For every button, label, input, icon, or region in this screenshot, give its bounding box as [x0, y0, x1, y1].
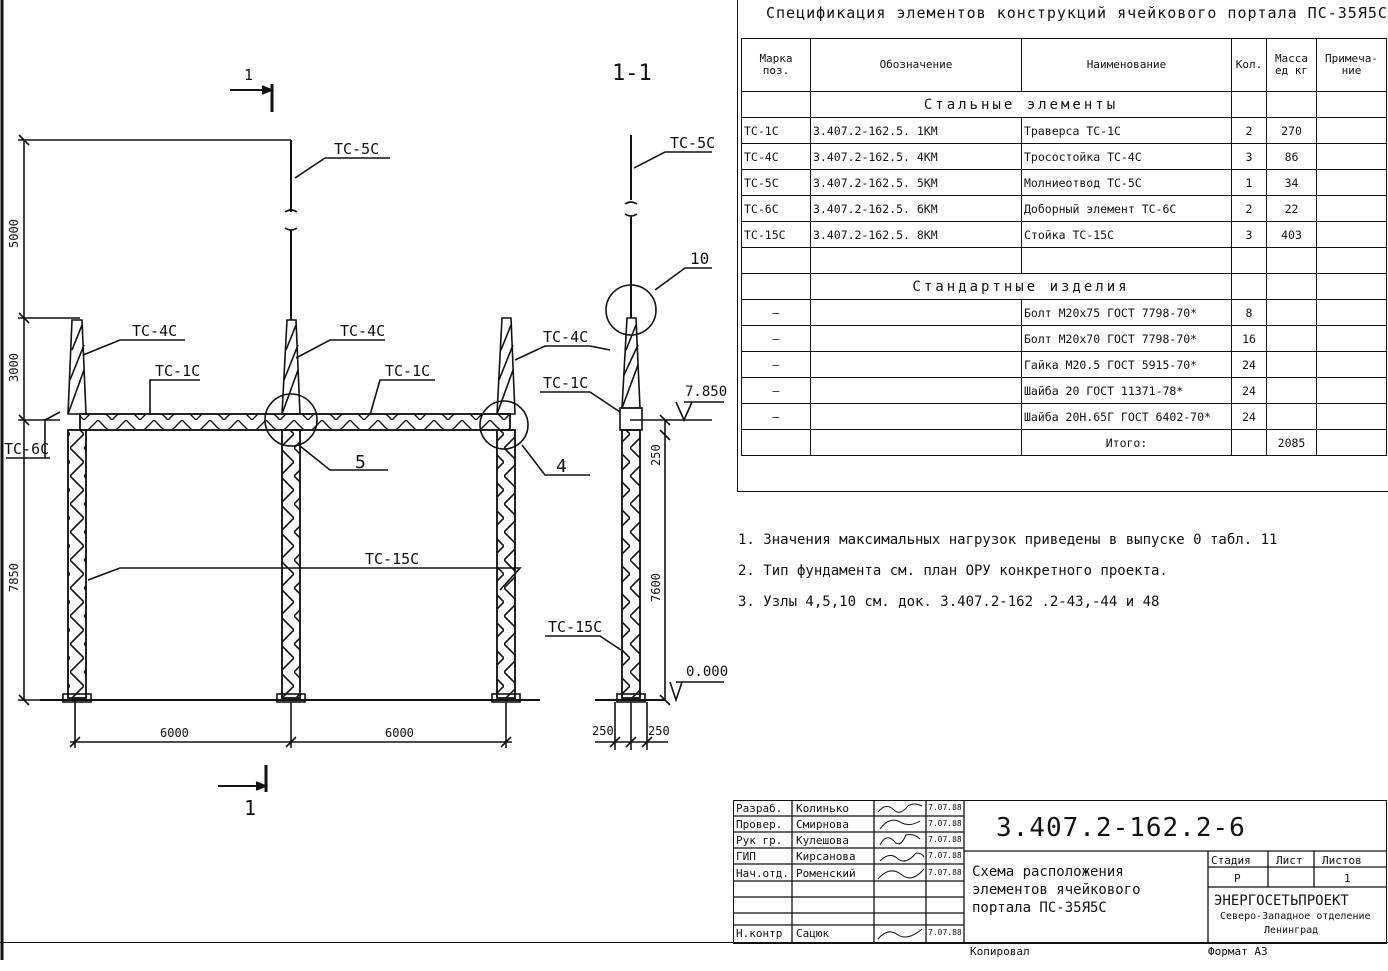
table-row: — Гайка М20.5 ГОСТ 5915-70* 24 [741, 351, 1387, 378]
spec-table: Марка поз. Обозначение Наименование Кол.… [741, 38, 1387, 456]
dim-3000: 3000 [7, 353, 21, 382]
section-view-label: 1-1 [612, 61, 652, 86]
table-row: — Болт М20х75 ГОСТ 7798-70* 8 [741, 299, 1387, 326]
note-3: 3. Узлы 4,5,10 см. док. 3.407.2-162 .2-4… [738, 594, 1160, 610]
dim-250-vertical: 250 [649, 444, 663, 466]
copied-label: Копировал [970, 945, 1030, 958]
table-row: ТС-4С 3.407.2-162.5. 4КМ Тросостойка ТС-… [741, 143, 1387, 170]
table-row: ТС-1С 3.407.2-162.5. 1КМ Траверса ТС-1С … [741, 117, 1387, 144]
section-std: Стандартные изделия [810, 273, 1232, 300]
level-ground: 0.000 [686, 664, 728, 680]
column-left [62, 429, 92, 703]
document-number: 3.407.2-162.2-6 [996, 813, 1246, 843]
note-1: 1. Значения максимальных нагрузок привед… [738, 532, 1278, 548]
table-row: ТС-5С 3.407.2-162.5. 5КМ Молниеотвод ТС-… [741, 169, 1387, 196]
spec-title: Спецификация элементов конструкций ячейк… [766, 4, 1388, 22]
label-tc1c-mid: ТС-1С [385, 362, 430, 380]
section-mark-top: 1 [244, 66, 253, 84]
spec-header-row: Марка поз. Обозначение Наименование Кол.… [741, 38, 1387, 92]
label-tc4c-left: ТС-4С [132, 322, 177, 340]
table-row: ТС-15С 3.407.2-162.5. 8КМ Стойка ТС-15С … [741, 221, 1387, 248]
label-tc4c-right: ТС-4С [543, 328, 588, 346]
dim-6000-right: 6000 [385, 726, 414, 740]
dim-7600: 7600 [649, 573, 663, 602]
dim-250-left: 250 [592, 724, 614, 738]
label-tc6c: ТС-6С [4, 440, 49, 458]
header-name: Наименование [1021, 38, 1232, 92]
format-label: Формат А3 [1208, 945, 1268, 958]
dim-7850: 7850 [7, 563, 21, 592]
label-tc15c: ТС-15С [365, 550, 419, 568]
header-qty: Кол. [1231, 38, 1267, 92]
dim-5000: 5000 [7, 219, 21, 248]
label-node-4: 4 [556, 456, 567, 477]
label-node-5: 5 [355, 452, 366, 473]
title-block: Разраб. Колинько 7.07.88 Провер. Смирнов… [733, 800, 1387, 944]
section-row-std: Стандартные изделия [741, 273, 1387, 300]
section-row-steel: Стальные элементы [741, 91, 1387, 118]
signatures [877, 803, 925, 940]
level-top: 7.850 [685, 384, 727, 400]
column-section [616, 429, 646, 703]
label-tc5c-section: ТС-5С [670, 134, 715, 152]
section-steel: Стальные элементы [810, 91, 1232, 118]
note-2: 2. Тип фундамента см. план ОРУ конкретно… [738, 563, 1168, 579]
header-designation: Обозначение [810, 38, 1022, 92]
spec-frame [737, 0, 1388, 492]
empty-row [741, 247, 1387, 274]
label-tc1c-left: ТС-1С [155, 362, 200, 380]
table-row: ТС-6С 3.407.2-162.5. 6КМ Доборный элемен… [741, 195, 1387, 222]
org-name: ЭНЕРГОСЕТЬПРОЕКТ [1214, 893, 1349, 909]
header-mark: Марка поз. [741, 38, 811, 92]
dim-250-right: 250 [648, 724, 670, 738]
table-row: — Шайба 20 ГОСТ 11371-78* 24 [741, 377, 1387, 404]
column-right [491, 429, 521, 703]
bottom-border [0, 942, 1388, 943]
table-row: — Шайба 20Н.65Г ГОСТ 6402-70* 24 [741, 403, 1387, 430]
label-tc5c: ТС-5С [334, 140, 379, 158]
portal-drawing: 1 1 1-1 ТС-5С ТС-5С ТС-4С ТС-4С ТС-4С ТС… [0, 0, 728, 960]
dim-6000-left: 6000 [160, 726, 189, 740]
notes: 1. Значения максимальных нагрузок привед… [738, 525, 1277, 618]
total-row: Итого: 2085 [741, 429, 1387, 456]
label-tc1c-section: ТС-1С [543, 374, 588, 392]
column-middle [276, 429, 306, 703]
drawing-title: Схема расположения элементов ячейкового … [972, 864, 1141, 916]
table-row: — Болт М20х70 ГОСТ 7798-70* 16 [741, 325, 1387, 352]
header-note: Примеча-ние [1316, 38, 1387, 92]
total-label: Итого: [1021, 429, 1232, 456]
label-tc4c-mid: ТС-4С [340, 322, 385, 340]
header-mass: Масса ед кг [1266, 38, 1317, 92]
label-tc15c-section: ТС-15С [548, 618, 602, 636]
total-value: 2085 [1266, 429, 1317, 456]
section-mark-bottom: 1 [244, 796, 256, 820]
label-node-10: 10 [690, 249, 709, 268]
